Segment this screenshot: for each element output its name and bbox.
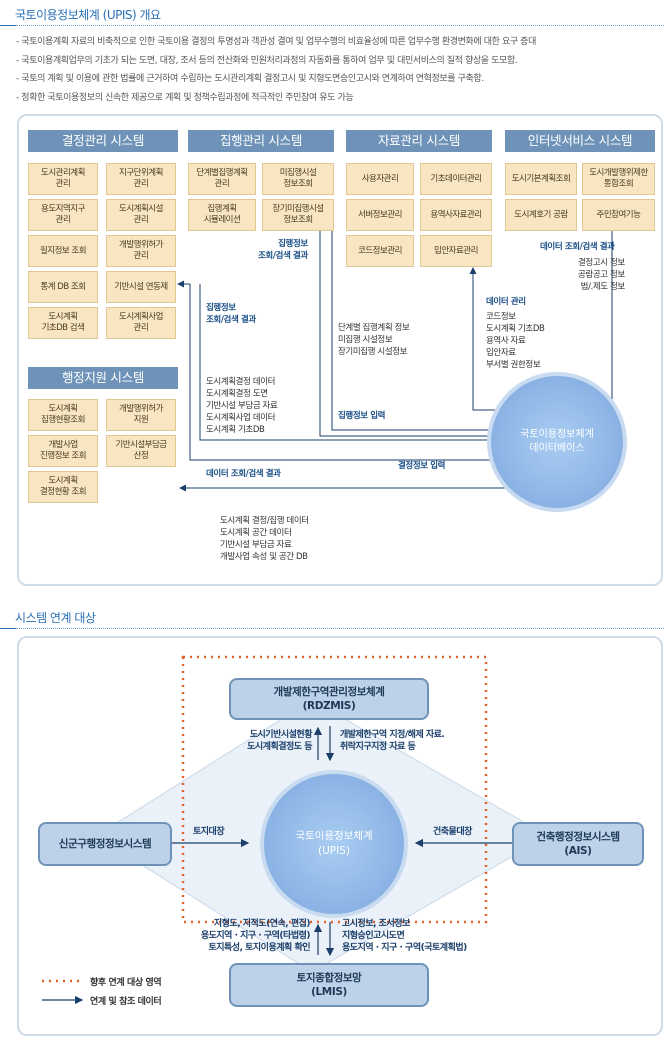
land-register-label: 토지대장 [193, 827, 225, 837]
execution-item: 장기미집행시설 정보조회 [262, 199, 334, 231]
data-item: 서버정보관리 [346, 199, 414, 231]
internet-item: 도시계호기 공람 [505, 199, 577, 231]
decision-system-header: 결정관리 시스템 [28, 130, 178, 152]
decision-item: 용도지역지구 관리 [28, 199, 98, 231]
internet-data-items: 결정고시 정보 공람공고 정보 법/.제도 정보 [578, 258, 625, 292]
decision-item: 도시계획사업 관리 [106, 307, 176, 339]
decision-item: 도시계획 기초DB 검색 [28, 307, 98, 339]
data-query-note: 데이터 조회/검색 결과 [206, 469, 281, 479]
admin-item: 도시계획 결정현황 조회 [28, 471, 98, 503]
decision-item: 필지정보 조회 [28, 235, 98, 267]
title-dotted-line [16, 628, 664, 629]
bottom-data-items: 도시계획 결정/집행 데이터 도시계획 공간 데이터 기반시설 부담금 자료 개… [220, 516, 309, 562]
lmis-node: 토지종합정보망 (LMIS) [229, 963, 429, 1007]
data-system-header: 자료관리 시스템 [346, 130, 492, 152]
data-item: 기초데이터관리 [420, 163, 492, 195]
lmis-down-label: 고시정보, 조서정보 지형승인고시도면 용도지역 · 지구 · 구역(국토계획법… [342, 919, 467, 953]
intro-item: - 국토의 계획 및 이용에 관한 법률에 근거하여 수립하는 도시관리계획 결… [16, 74, 484, 84]
decision-item: 개발행위허가 관리 [106, 235, 176, 267]
execution-item: 집행계획 시뮬레이션 [188, 199, 256, 231]
internet-system-header: 인터넷서비스 시스템 [505, 130, 655, 152]
decision-input-note: 결정정보 입력 [398, 461, 446, 471]
upis-database: 국토이용정보체계 데이터베이스 [487, 372, 627, 512]
data-item: 사용자관리 [346, 163, 414, 195]
internet-item: 도시개발행위제한 통합조회 [582, 163, 655, 195]
decision-data-items: 도시계획결정 데이터 도시계획결정 도면 기반시설 부담금 자료 도시계획사업 … [206, 377, 278, 435]
decision-item: 도시관리계획 관리 [28, 163, 98, 195]
exec-data-items: 단계별 집행계획 정보 미집행 시설정보 장기미집행 시설정보 [338, 323, 410, 357]
lmis-up-label: 지형도, 지적도(연속, 편집) 용도지역 · 지구 · 구역(타법령) 토지특… [200, 919, 311, 953]
exec-query-note: 집행정보 조회/검색 결과 [258, 239, 308, 261]
decision-item: 기반시설 연동제 [106, 271, 176, 303]
internet-item: 도시기본계획조회 [505, 163, 577, 195]
admin-item: 개발사업 진행정보 조회 [28, 435, 98, 467]
title-dotted-line [16, 25, 664, 26]
exec-query-note-2: 집행정보 조회/검색 결과 [206, 303, 256, 325]
legend-dotted-label: 향후 연계 대상 영역 [90, 978, 162, 988]
data-item: 용역사자료관리 [420, 199, 492, 231]
title-underline [0, 25, 16, 26]
admin-item: 도시계획 집행현황조회 [28, 399, 98, 431]
local-admin-node: 신군구행정정보시스템 [38, 822, 172, 866]
upis-center-node: 국토이용정보체계 (UPIS) [260, 770, 408, 918]
title-underline [0, 628, 16, 629]
decision-item: 지구단위계획 관리 [106, 163, 176, 195]
decision-item: 통계 DB 조회 [28, 271, 98, 303]
admin-item: 개발행위허가 지원 [106, 399, 176, 431]
ais-node: 건축행정정보시스템 (AIS) [512, 822, 644, 866]
legend-arrow-label: 연계 및 참조 데이터 [90, 997, 162, 1007]
section-title-overview: 국토이용정보체계 (UPIS) 개요 [15, 8, 161, 22]
rdzmis-down-label: 개발제한구역 지정/해제 자료. 취락지구지정 자료 등 [340, 730, 445, 752]
data-item: 입안자료관리 [420, 235, 492, 267]
internet-item: 주민참여기능 [582, 199, 655, 231]
data-mgmt-note: 데이터 관리 [486, 297, 526, 307]
building-register-label: 건축물대장 [433, 827, 472, 837]
rdzmis-node: 개발제한구역관리정보체계 (RDZMIS) [229, 678, 429, 720]
intro-item: - 국토이용계획 자료의 비축적으로 인한 국토이용 결정의 투명성과 객관성 … [16, 37, 536, 47]
execution-system-header: 집행관리 시스템 [188, 130, 334, 152]
admin-item: 기반시설부담금 산정 [106, 435, 176, 467]
rdzmis-up-label: 도시기반시설현황 도시계획결정도 등 [247, 730, 312, 752]
exec-input-note: 집행정보 입력 [338, 411, 386, 421]
decision-item: 도시계획시설 관리 [106, 199, 176, 231]
intro-item: - 정확한 국토이용정보의 신속한 제공으로 계획 및 정책수립과정에 적극적인… [16, 92, 354, 103]
intro-list: - 국토이용계획 자료의 비축적으로 인한 국토이용 결정의 투명성과 객관성 … [16, 33, 656, 107]
data-item: 코드정보관리 [346, 235, 414, 267]
execution-item: 단계별집행계획 관리 [188, 163, 256, 195]
internet-query-note: 데이터 조회/검색 결과 [540, 242, 615, 252]
admin-system-header: 행정지원 시스템 [28, 367, 178, 389]
section-title-integration: 시스템 연계 대상 [15, 611, 96, 625]
execution-item: 미집행시설 정보조회 [262, 163, 334, 195]
data-mgmt-items: 코드정보 도시계획 기초DB 용역사 자료 입안자료 부서별 권한정보 [486, 312, 545, 370]
intro-item: - 국토이용계획업무의 기초가 되는 도면, 대장, 조서 등의 전산화와 민원… [16, 55, 518, 66]
